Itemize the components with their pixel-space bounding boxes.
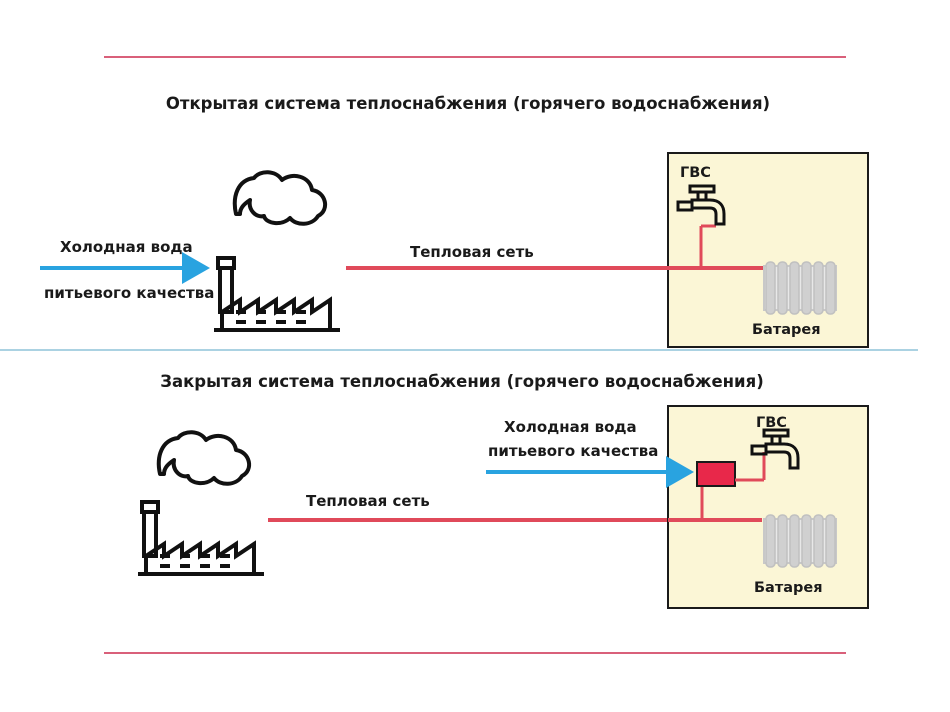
heat-exchanger-icon [696, 461, 736, 487]
closed-dhw-label: ГВС [756, 415, 787, 431]
closed-heat-network-label: Тепловая сеть [306, 492, 430, 510]
open-building [667, 152, 869, 348]
closed-cold-water-label-line2: питьевого качества [488, 442, 658, 460]
open-cold-water-label-line2: питьевого качества [44, 284, 214, 302]
smoke-icon [232, 170, 328, 226]
closed-system-section: Закрытая система теплоснабжения (горячег… [136, 372, 869, 609]
open-battery-label: Батарея [752, 322, 821, 338]
factory-icon [212, 256, 342, 332]
closed-cold-water-label-line1: Холодная вода [504, 418, 637, 436]
radiator-icon [763, 261, 837, 315]
open-cold-water-label-line1: Холодная вода [60, 238, 193, 256]
open-system-title: Открытая система теплоснабжения (горячег… [166, 94, 770, 113]
closed-system-title: Закрытая система теплоснабжения (горячег… [160, 372, 764, 391]
radiator-icon [763, 514, 837, 568]
factory-icon [136, 500, 266, 576]
open-heat-network-label: Тепловая сеть [410, 243, 534, 261]
closed-battery-label: Батарея [754, 580, 823, 596]
smoke-icon [156, 430, 252, 486]
open-dhw-label: ГВС [680, 165, 711, 181]
open-system-section: Открытая система теплоснабжения (горячег… [40, 94, 869, 348]
